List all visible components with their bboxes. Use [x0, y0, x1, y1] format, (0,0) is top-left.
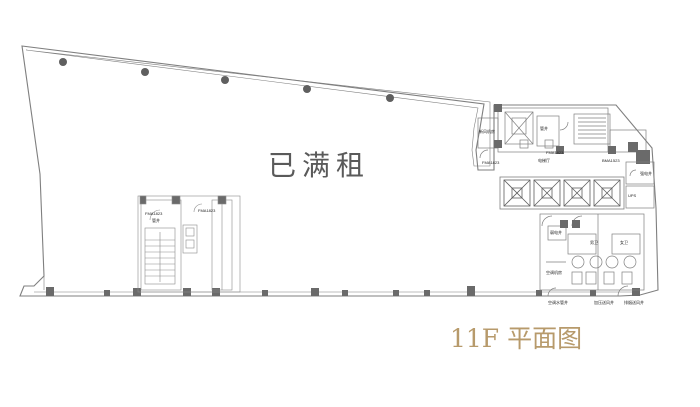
label-fire-shaft-2: 加压送风井: [594, 299, 614, 305]
right-core-columns: [494, 104, 650, 164]
label-weak-room: 弱电井: [550, 229, 562, 235]
right-shafts: [625, 161, 655, 209]
label-hvac-room: 空调机房: [546, 269, 562, 275]
label-pipe-well-2: 管井: [540, 125, 548, 131]
label-fire-door-1: FMA1823: [145, 211, 163, 216]
floor-title: 11F 平面图: [450, 324, 582, 353]
label-restroom-w: 女卫: [620, 239, 628, 245]
elevator-bank: [499, 176, 625, 210]
label-restroom-m: 男卫: [590, 240, 598, 245]
label-equip-room-left: 新风机房: [479, 128, 495, 134]
right-core-top: [477, 107, 647, 159]
restroom-columns: [560, 220, 580, 228]
label-fire-door-4: FMA1823: [546, 150, 564, 155]
label-elevator-hall: 电梯厅: [538, 157, 550, 163]
north-columns: [59, 58, 394, 102]
label-fire-shaft-1: 空调水管井: [548, 299, 568, 305]
label-door-code: BMA1523: [602, 158, 620, 163]
status-label: 已满租: [268, 149, 370, 182]
label-strong-room: 强电井: [640, 170, 652, 176]
label-pipe-well: 管井: [152, 217, 160, 223]
label-fire-shaft-3: 排烟送风井: [624, 299, 644, 305]
label-fire-door-2: FMA1823: [198, 208, 216, 213]
left-stair-core: [137, 195, 241, 293]
restroom-core: [539, 213, 645, 297]
label-fire-door-3: FMA1823: [482, 160, 500, 165]
south-columns: [46, 286, 640, 296]
label-ups: UPS: [628, 193, 637, 198]
